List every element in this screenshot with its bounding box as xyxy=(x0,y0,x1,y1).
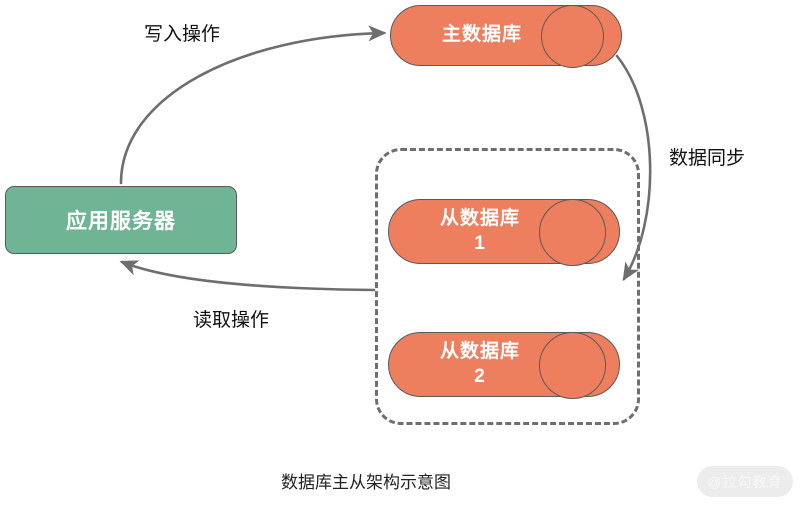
master-database-cylinder-face xyxy=(541,5,604,68)
node-app-server-label: 应用服务器 xyxy=(66,210,176,233)
slave-database-1-cylinder-face xyxy=(539,199,606,266)
node-slave-database-2-label: 从数据库 2 xyxy=(440,340,520,389)
slave-database-group xyxy=(375,148,640,425)
read-operation-connector xyxy=(119,260,376,292)
write-operation-label: 写入操作 xyxy=(144,24,221,45)
read-operation-label: 读取操作 xyxy=(193,310,270,331)
node-master-database-label: 主数据库 xyxy=(441,24,522,46)
data-sync-label: 数据同步 xyxy=(669,148,746,169)
diagram-caption: 数据库主从架构示意图 xyxy=(281,473,451,492)
slave-database-2-cylinder-face xyxy=(539,332,606,399)
slave-database-1-name: 从数据库 xyxy=(439,208,520,230)
node-slave-database-1-label: 从数据库 1 xyxy=(440,207,520,256)
slave-database-1-index: 1 xyxy=(474,232,486,254)
node-app-server[interactable]: 应用服务器 xyxy=(5,186,237,254)
slave-database-2-index: 2 xyxy=(474,365,486,387)
slave-database-2-name: 从数据库 xyxy=(439,341,520,363)
watermark: @拉勾教育 xyxy=(697,466,793,497)
write-operation-connector xyxy=(119,25,387,185)
data-sync-connector xyxy=(615,54,652,282)
watermark-text: @拉勾教育 xyxy=(707,473,783,490)
